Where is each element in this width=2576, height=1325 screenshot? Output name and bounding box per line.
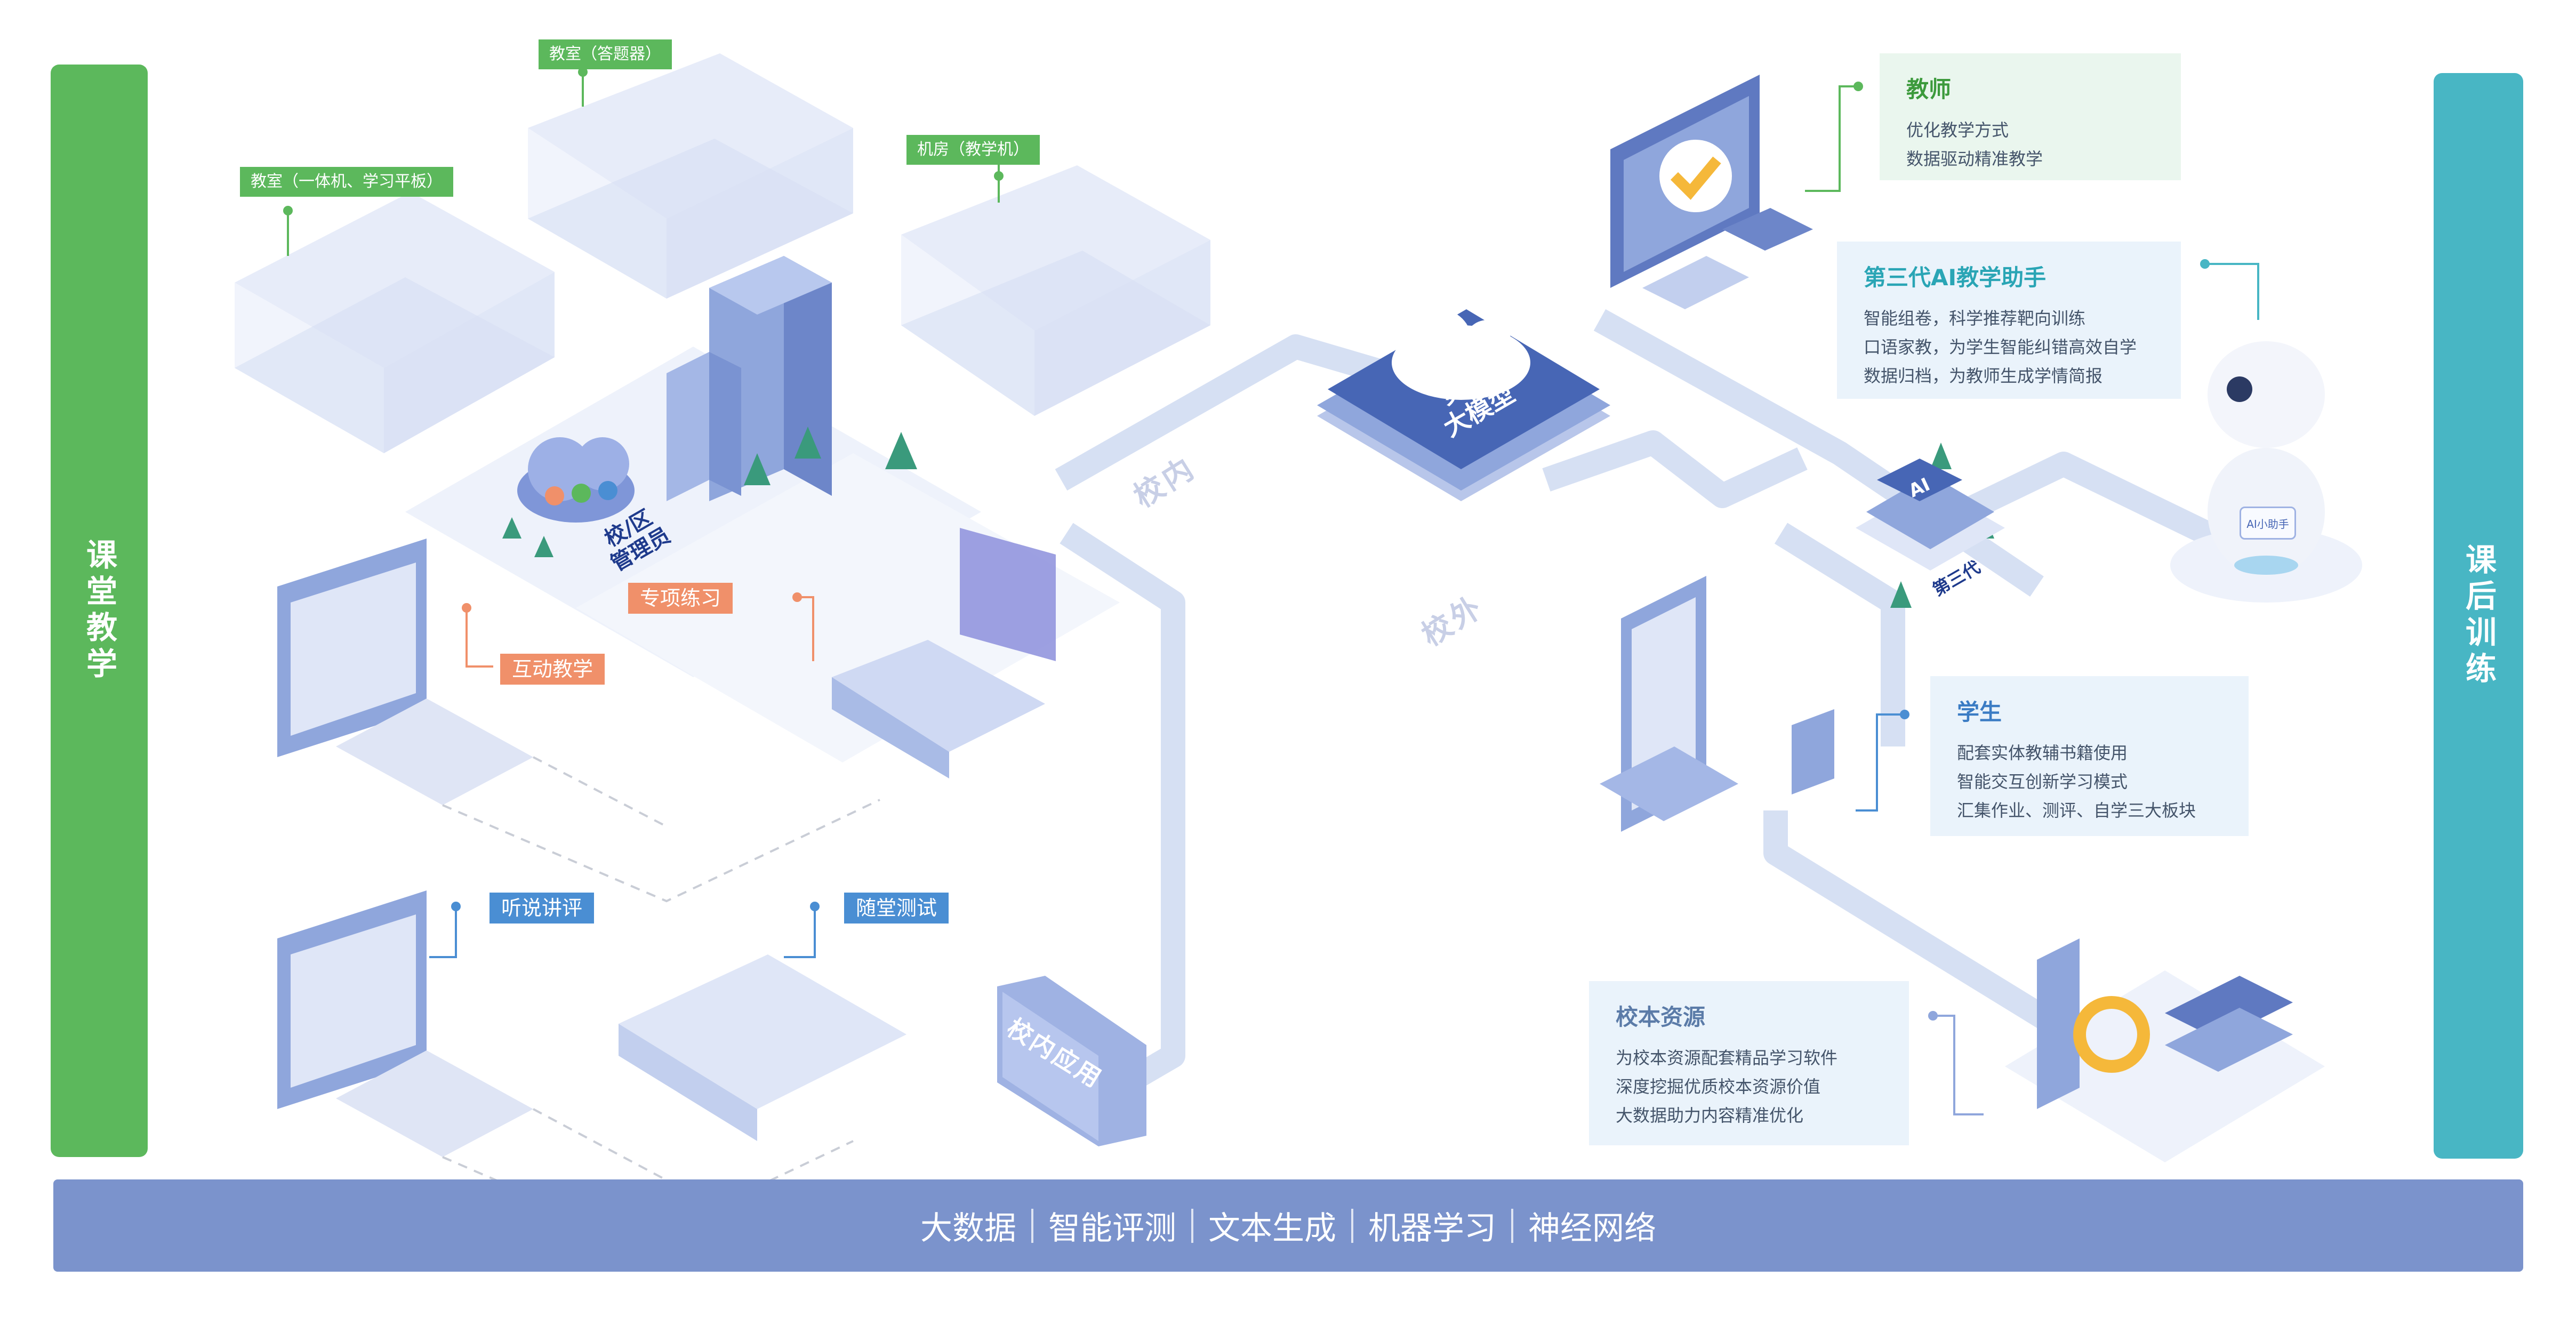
left-bar-label: 课堂教学: [81, 538, 117, 684]
student-stand: [1600, 576, 1834, 832]
tag-classroom-tablet: 教室（一体机、学习平板）: [240, 167, 453, 197]
card-ai-assistant: 第三代AI教学助手 智能组卷，科学推荐靶向训练 口语家教，为学生智能纠错高效自学…: [1837, 242, 2181, 399]
inside-app-kiosk: [997, 976, 1146, 1146]
school-building: [667, 256, 832, 501]
tech-separator: [1351, 1208, 1353, 1243]
listen-speak-screen: [277, 890, 533, 1157]
tag-special-practice: 专项练习: [628, 583, 733, 614]
card-student: 学生 配套实体教辅书籍使用 智能交互创新学习模式 汇集作业、测评、自学三大板块: [1930, 676, 2249, 836]
quiz-desks: [619, 954, 906, 1141]
campus-cloud-icon: [517, 437, 635, 523]
robot-badge: AI小助手: [2240, 507, 2296, 540]
tech-big-data: 大数据: [920, 1210, 1016, 1247]
card-student-title: 学生: [1957, 699, 2002, 725]
card-ai-assistant-line: 口语家教，为学生智能纠错高效自学: [1864, 337, 2137, 357]
computer-room: [901, 165, 1210, 416]
resource-stack: [2005, 938, 2325, 1162]
classroom-answer-room: [528, 53, 853, 299]
card-teacher-line: 数据驱动精准教学: [1906, 149, 2043, 169]
connector-lines: [287, 72, 2259, 1115]
card-student-line: 智能交互创新学习模式: [1957, 772, 2128, 792]
tag-interactive-teaching: 互动教学: [500, 654, 605, 685]
card-school-resources-line: 为校本资源配套精品学习软件: [1616, 1048, 1838, 1068]
tag-quiz: 随堂测试: [844, 893, 949, 924]
teacher-monitor: [1610, 75, 1813, 309]
classroom-tablet-room: [235, 192, 555, 453]
card-ai-assistant-line: 智能组卷，科学推荐靶向训练: [1864, 308, 2086, 328]
card-ai-assistant-line: 数据归档，为教师生成学情简报: [1864, 366, 2103, 386]
tech-ml: 机器学习: [1368, 1210, 1496, 1247]
connector-dots: [283, 67, 2210, 1021]
tech-nn: 神经网络: [1528, 1210, 1656, 1247]
left-bar-classroom-teaching: 课堂教学: [51, 65, 148, 1157]
ai-robot: [2170, 341, 2362, 603]
tech-separator: [1511, 1208, 1513, 1243]
right-bar-after-class-training: 课后训练: [2434, 73, 2523, 1159]
tag-computer-room: 机房（教学机）: [906, 135, 1040, 165]
interactive-screen: [277, 539, 533, 805]
right-bar-label: 课后训练: [2460, 543, 2497, 688]
card-student-line: 配套实体教辅书籍使用: [1957, 743, 2128, 763]
tag-listen-speak: 听说讲评: [489, 893, 595, 924]
card-school-resources-title: 校本资源: [1616, 1004, 1706, 1030]
card-teacher-line: 优化教学方式: [1906, 120, 2009, 140]
tag-classroom-answer: 教室（答题器）: [539, 39, 672, 69]
ai-server-icon: [1856, 459, 2005, 571]
ai-chip: [1317, 309, 1610, 501]
card-school-resources: 校本资源 为校本资源配套精品学习软件 深度挖掘优质校本资源价值 大数据助力内容精…: [1589, 981, 1909, 1145]
projector-desk: [832, 528, 1056, 778]
card-teacher-title: 教师: [1906, 76, 1952, 102]
tech-smart-eval: 智能评测: [1048, 1210, 1176, 1247]
card-school-resources-line: 深度挖掘优质校本资源价值: [1616, 1077, 1821, 1097]
card-teacher: 教师 优化教学方式 数据驱动精准教学: [1880, 53, 2181, 180]
tech-separator: [1031, 1208, 1033, 1243]
card-school-resources-line: 大数据助力内容精准优化: [1616, 1105, 1804, 1126]
card-ai-assistant-title: 第三代AI教学助手: [1864, 264, 2047, 291]
campus-floor-lower: [576, 453, 1120, 762]
technology-bar: 大数据 智能评测 文本生成 机器学习 神经网络: [53, 1179, 2523, 1272]
tech-text-gen: 文本生成: [1208, 1210, 1336, 1247]
tech-separator: [1191, 1208, 1193, 1243]
card-student-line: 汇集作业、测评、自学三大板块: [1957, 800, 2196, 821]
